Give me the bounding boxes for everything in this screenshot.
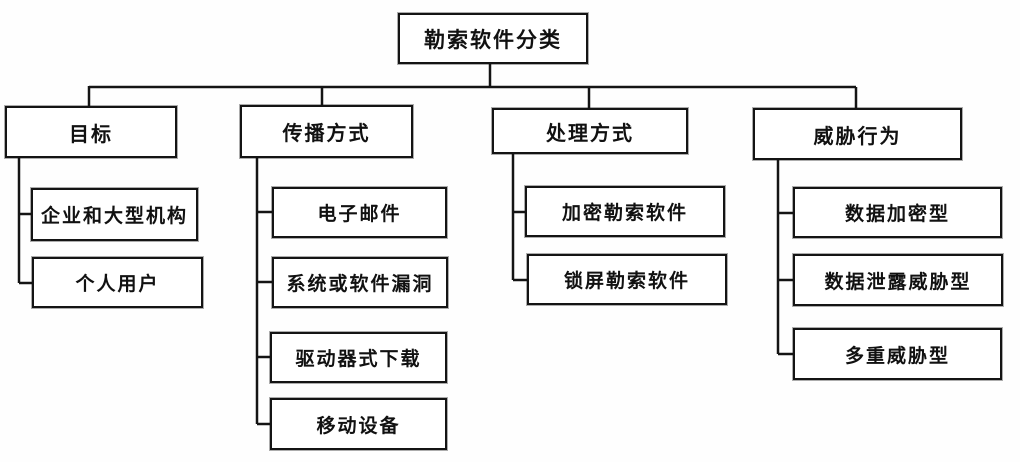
node-handling: 处理方式 <box>492 108 688 154</box>
node-email: 电子邮件 <box>272 187 447 238</box>
node-enterprise-large-org: 企业和大型机构 <box>31 188 198 241</box>
node-data-leak-threat-type: 数据泄露威胁型 <box>793 254 1003 306</box>
node-drive-by-download: 驱动器式下载 <box>270 332 447 383</box>
node-system-software-vulnerability: 系统或软件漏洞 <box>272 257 448 308</box>
node-lockscreen-ransomware: 锁屏勒索软件 <box>527 254 727 305</box>
node-propagation: 传播方式 <box>240 105 413 158</box>
node-personal-user: 个人用户 <box>32 257 203 308</box>
node-multiple-threat-type: 多重威胁型 <box>793 328 1002 380</box>
node-threat: 威胁行为 <box>753 108 962 160</box>
node-mobile-device: 移动设备 <box>270 398 447 450</box>
node-target: 目标 <box>5 106 177 158</box>
node-crypto-ransomware: 加密勒索软件 <box>525 186 725 237</box>
node-data-encryption-type: 数据加密型 <box>793 187 1002 238</box>
node-root: 勒索软件分类 <box>398 13 588 64</box>
